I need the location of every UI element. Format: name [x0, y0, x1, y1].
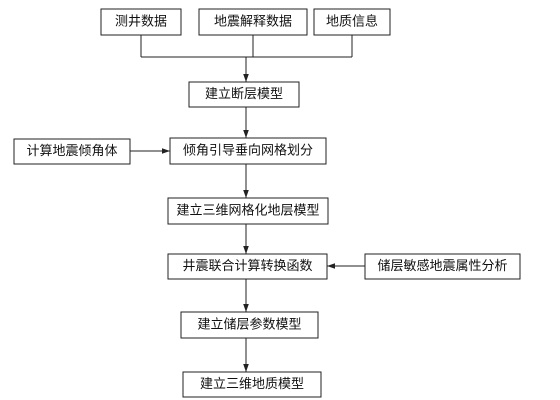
node-dip-volume: 计算地震倾角体 — [13, 138, 131, 165]
node-conversion-func: 井震联合计算转换函数 — [167, 253, 328, 280]
node-param-model-label: 建立储层参数模型 — [197, 317, 301, 333]
node-well-data: 测井数据 — [100, 8, 182, 36]
node-fault-model-label: 建立断层模型 — [205, 87, 283, 102]
node-strata-model: 建立三维网格化地层模型 — [167, 197, 329, 225]
node-strata-model-label: 建立三维网格化地层模型 — [176, 203, 319, 219]
node-reservoir-analysis-label: 储层敏感地震属性分析 — [377, 258, 507, 274]
node-fault-model: 建立断层模型 — [188, 81, 300, 108]
node-grid-division-label: 倾角引导垂向网格划分 — [183, 143, 313, 159]
node-reservoir-analysis: 储层敏感地震属性分析 — [364, 253, 521, 280]
node-seismic-interp-label: 地震解释数据 — [214, 15, 292, 30]
node-param-model: 建立储层参数模型 — [180, 311, 319, 339]
node-geo-info-label: 地质信息 — [326, 14, 378, 30]
node-well-data-label: 测井数据 — [115, 15, 167, 30]
node-seismic-interp: 地震解释数据 — [198, 8, 308, 36]
node-geo-model-3d-label: 建立三维地质模型 — [200, 377, 304, 392]
node-grid-division: 倾角引导垂向网格划分 — [169, 137, 327, 165]
node-dip-volume-label: 计算地震倾角体 — [26, 144, 117, 159]
node-conversion-func-label: 井震联合计算转换函数 — [182, 259, 312, 274]
node-geo-info: 地质信息 — [313, 8, 391, 36]
node-geo-model-3d: 建立三维地质模型 — [182, 371, 322, 398]
